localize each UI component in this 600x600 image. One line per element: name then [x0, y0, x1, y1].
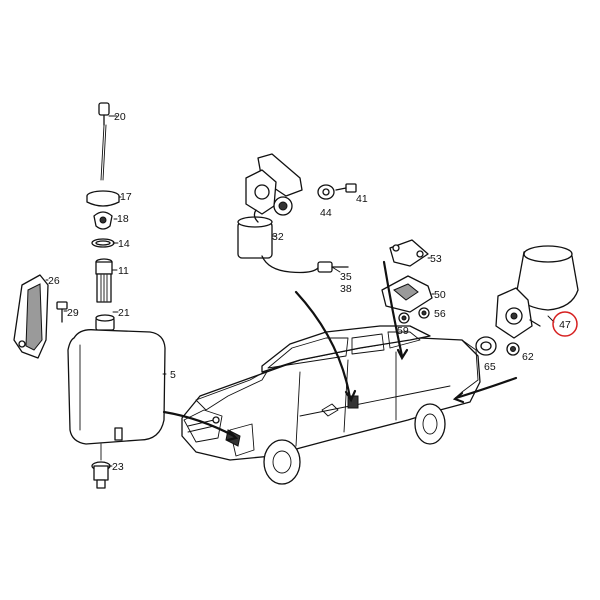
- callout-59: 59: [397, 325, 409, 337]
- callout-26: 26: [48, 275, 60, 287]
- callout-29: 29: [67, 307, 79, 319]
- callout-5: 5: [170, 369, 176, 381]
- grommet-65: [475, 336, 497, 356]
- callout-23: 23: [112, 461, 124, 473]
- filter-insert: [95, 258, 113, 303]
- callout-44: 44: [320, 207, 332, 219]
- cap-insert: [93, 211, 113, 230]
- fluid-reservoir: [67, 314, 166, 445]
- canister-47: [495, 245, 579, 339]
- callout-41: 41: [356, 193, 368, 205]
- nut-62: [506, 342, 520, 356]
- callout-20: 20: [114, 111, 126, 123]
- callout-53: 53: [430, 253, 442, 265]
- callout-14: 14: [118, 238, 130, 250]
- callout-50: 50: [434, 289, 446, 301]
- callout-21: 21: [118, 307, 130, 319]
- bolt-41: [335, 183, 357, 193]
- mount-plate-53: [389, 239, 429, 267]
- callout-65: 65: [484, 361, 496, 373]
- callout-17: 17: [120, 191, 132, 203]
- screw-29: [56, 301, 68, 323]
- washer-44: [317, 184, 335, 200]
- callout-56: 56: [434, 308, 446, 320]
- nut-56: [418, 307, 430, 319]
- bracket-26: [13, 274, 49, 359]
- callout-11: 11: [118, 265, 129, 277]
- nut-59: [398, 312, 410, 324]
- car-outline: [181, 325, 481, 485]
- seal-ring-14: [91, 238, 115, 248]
- callout-18: 18: [117, 213, 129, 225]
- callouts: 20 17 18 14 11 21 26 29 5 23 32 44 41 35…: [48, 111, 578, 473]
- callout-32: 32: [272, 231, 284, 243]
- bracket-50: [381, 275, 433, 313]
- location-arrows: [162, 260, 518, 442]
- dipstick-assembly: [98, 102, 110, 181]
- callout-62: 62: [522, 351, 534, 363]
- drain-part-23: [91, 461, 111, 489]
- callout-47: 47: [559, 319, 571, 331]
- leader-lines: [45, 235, 555, 467]
- pump-assembly: [237, 153, 349, 274]
- callout-35: 35: [340, 271, 352, 283]
- callout-38: 38: [340, 283, 352, 295]
- highlight-circle: [552, 311, 578, 337]
- filler-cap: [86, 190, 120, 207]
